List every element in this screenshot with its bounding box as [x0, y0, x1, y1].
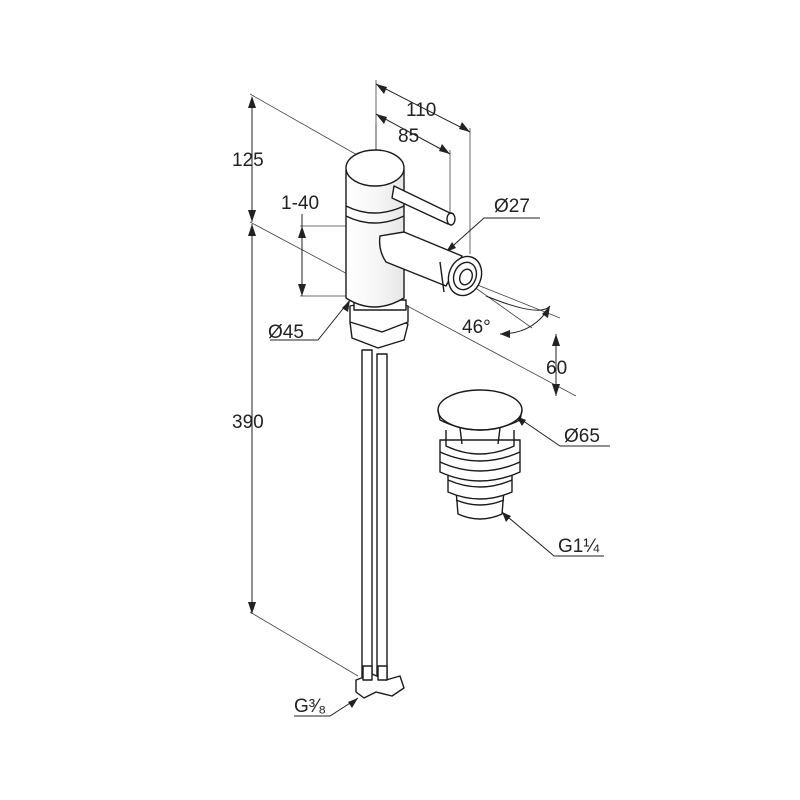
- pop-up-waste: [437, 389, 523, 520]
- label-spout-height: 60: [546, 358, 567, 379]
- label-spout-diameter: Ø27: [494, 196, 530, 217]
- label-height-top: 125: [232, 150, 264, 171]
- dimension-lines: [248, 83, 610, 717]
- extension-lines: [249, 80, 577, 677]
- label-waste-diameter: Ø65: [564, 426, 600, 447]
- mixer-faucet: [345, 149, 483, 699]
- column-top: [345, 149, 405, 187]
- label-width-spout: 85: [398, 126, 419, 147]
- label-spray-angle: 46°: [462, 317, 491, 338]
- body-column: [345, 169, 405, 308]
- label-supply-thread: G³⁄₈: [294, 696, 326, 717]
- label-waste-thread: G1¼: [558, 536, 600, 557]
- label-body-diameter: Ø45: [268, 322, 304, 343]
- dimension-labels: 125 110 85 1-40 Ø27 Ø45 46° 60 390 Ø65 G…: [232, 100, 600, 717]
- supply-hose-left: [361, 349, 373, 681]
- label-lift-range: 1-40: [281, 193, 319, 214]
- label-width-overall: 110: [406, 100, 436, 121]
- label-height-bottom: 390: [232, 412, 264, 433]
- supply-hose-right: [376, 353, 388, 681]
